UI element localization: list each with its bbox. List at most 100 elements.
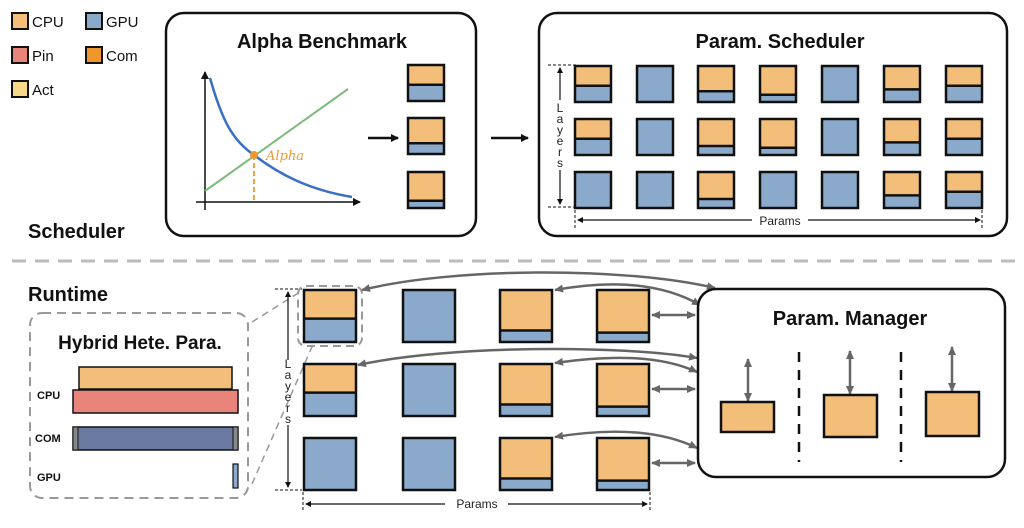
- cpu-region: [946, 119, 982, 139]
- runtime-block-r3-c2: [401, 436, 457, 492]
- legend-item-com: Com: [85, 46, 138, 65]
- scheduler-block-r1-c5: [820, 64, 860, 104]
- param-manager-title: Param. Manager: [773, 308, 928, 330]
- runtime-grid: [302, 288, 651, 492]
- layers-letter: y: [557, 123, 563, 137]
- layers-letter: L: [285, 357, 292, 371]
- cpu-region: [408, 118, 444, 144]
- runtime-block-r2-c3: [498, 362, 554, 418]
- block-border: [944, 64, 984, 104]
- alpha-label: Alpha: [265, 149, 304, 164]
- hybrid-cpu-act-bar: [78, 366, 233, 390]
- param-manager-panel: Param. Manager: [696, 287, 1007, 479]
- manager-buffer-2: [822, 393, 879, 439]
- alpha-blocks: [406, 63, 446, 210]
- cpu-region: [884, 119, 920, 143]
- layers-letter: r: [558, 145, 562, 159]
- gpu-region: [401, 436, 457, 492]
- param-scheduler-title: Param. Scheduler: [696, 31, 865, 53]
- cpu-region: [884, 66, 920, 90]
- layers-letter: s: [557, 156, 563, 170]
- alpha-benchmark-box: [164, 11, 478, 238]
- scheduler-block-r1-c6: [882, 64, 922, 104]
- block-border: [944, 117, 984, 157]
- scheduler-block-r3-c2: [635, 170, 675, 210]
- hybrid-com-bar: [72, 426, 239, 451]
- scheduler-grid: [573, 64, 984, 210]
- cpu-region: [500, 290, 552, 331]
- hybrid-dashed-box: [29, 312, 249, 499]
- scheduler-block-r1-c7: [944, 64, 984, 104]
- gpu-region: [635, 117, 675, 157]
- cpu-region: [500, 438, 552, 479]
- gpu-region: [758, 170, 798, 210]
- hybrid-row-label-com: COM: [35, 433, 61, 445]
- hybrid-title: Hybrid Hete. Para.: [58, 333, 222, 354]
- scheduler-block-r3-c4: [758, 170, 798, 210]
- block-border: [573, 64, 613, 104]
- scheduler-block-r3-c5: [820, 170, 860, 210]
- scheduler-block-r2-c4: [758, 117, 798, 157]
- block-border: [406, 170, 446, 210]
- scheduler-block-r1-c3: [696, 64, 736, 104]
- transfer-arrow-row2-col1: [357, 347, 698, 368]
- block-border: [882, 170, 922, 210]
- hybrid-hete-para-panel: Hybrid Hete. Para. CPU COM GPU: [29, 291, 316, 499]
- cpu-region: [946, 66, 982, 86]
- alpha-block-1: [406, 63, 446, 103]
- runtime-block-r1-c2: [401, 288, 457, 344]
- legend-label: GPU: [106, 14, 139, 31]
- cpu-region: [304, 290, 356, 319]
- cpu-region: [760, 66, 796, 95]
- legend-swatch: [11, 46, 29, 64]
- scheduler-block-r3-c1: [573, 170, 613, 210]
- scheduler-block-r2-c3: [696, 117, 736, 157]
- scheduler-block-r2-c7: [944, 117, 984, 157]
- legend-swatch: [11, 80, 29, 98]
- block-border: [696, 170, 736, 210]
- cpu-region: [597, 290, 649, 333]
- runtime-block-r2-c1: [302, 362, 358, 418]
- manager-buffer-3: [924, 390, 981, 438]
- legend-swatch: [85, 12, 103, 30]
- runtime-block-r2-c4: [595, 362, 651, 418]
- gpu-region: [820, 117, 860, 157]
- block-border: [696, 117, 736, 157]
- cpu-region: [304, 364, 356, 393]
- block-border: [882, 117, 922, 157]
- block-border: [406, 63, 446, 103]
- gpu-region: [635, 170, 675, 210]
- scheduler-block-r2-c6: [882, 117, 922, 157]
- block-border: [882, 64, 922, 104]
- hybrid-com-left-cap: [72, 426, 79, 451]
- block-border: [302, 288, 358, 344]
- runtime-block-r3-c4: [595, 436, 651, 492]
- cpu-region: [575, 66, 611, 86]
- gpu-region: [401, 288, 457, 344]
- legend-swatch: [11, 12, 29, 30]
- layers-letter: L: [557, 101, 564, 115]
- scheduler-block-r2-c5: [820, 117, 860, 157]
- cpu-region: [946, 172, 982, 192]
- zoom-guide-bottom: [251, 339, 316, 485]
- legend-item-cpu: CPU: [11, 12, 64, 31]
- scheduler-block-r3-c6: [882, 170, 922, 210]
- scheduler-block-r1-c4: [758, 64, 798, 104]
- layers-letter: r: [286, 401, 290, 415]
- gpu-region: [820, 64, 860, 104]
- legend-label: Com: [106, 48, 138, 65]
- cpu-region: [408, 172, 444, 201]
- transfer-arrows: [357, 271, 716, 467]
- legend-swatch: [85, 46, 103, 64]
- scheduler-block-r1-c1: [573, 64, 613, 104]
- layers-letter: a: [285, 368, 292, 382]
- transfer-arrow-row2-col3: [554, 356, 698, 374]
- gpu-region: [820, 170, 860, 210]
- runtime-block-r1-c4: [595, 288, 651, 344]
- runtime-block-r3-c1: [302, 436, 358, 492]
- scheduler-block-r3-c7: [944, 170, 984, 210]
- cpu-region: [698, 172, 734, 199]
- block-border: [406, 116, 446, 156]
- hybrid-gpu-bar: [232, 463, 239, 489]
- cpu-region: [698, 66, 734, 92]
